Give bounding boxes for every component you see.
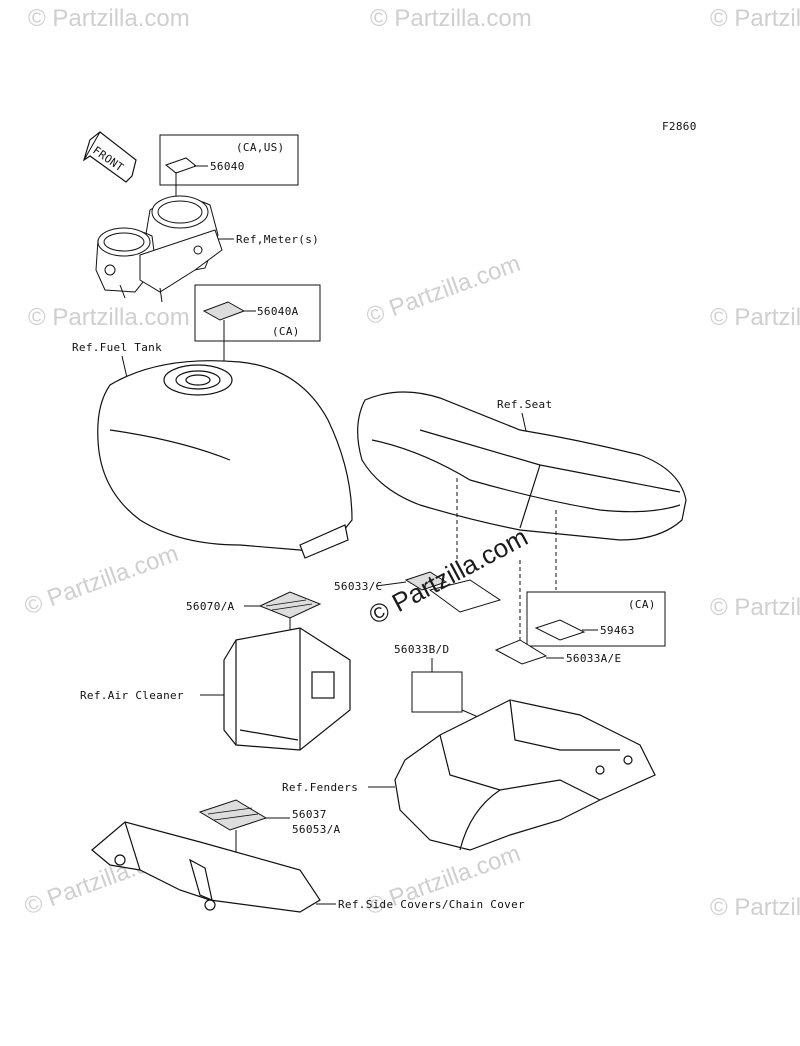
watermark: © Partzilla.com	[710, 5, 800, 32]
part-number-56033bd: 56033B/D	[394, 643, 449, 656]
region-ca-1: (CA)	[272, 325, 300, 338]
front-arrow-icon: FRONT	[82, 131, 137, 183]
ref-fuel-tank-label: Ref.Fuel Tank	[72, 341, 162, 354]
decal-56037-icon	[198, 799, 268, 831]
watermark: © Partzilla.com	[710, 304, 800, 331]
region-ca-us: (CA,US)	[236, 141, 284, 154]
air-cleaner-drawing	[223, 627, 351, 751]
part-number-56040a: 56040A	[257, 305, 299, 318]
meter-assembly-drawing	[95, 195, 223, 303]
callout-box-56040a	[194, 284, 321, 342]
chain-cover-drawing	[91, 821, 321, 913]
part-number-59463: 59463	[600, 624, 635, 637]
decal-56040a-icon	[202, 301, 246, 321]
callout-box-59463	[526, 591, 666, 647]
watermark: © Partzilla.com	[363, 250, 524, 331]
ref-seat-label: Ref.Seat	[497, 398, 552, 411]
ref-side-covers-label: Ref.Side Covers/Chain Cover	[338, 898, 525, 911]
part-number-56040: 56040	[210, 160, 245, 173]
fuel-tank-drawing	[97, 360, 353, 559]
watermark: © Partzilla.com	[21, 540, 182, 621]
ref-air-cleaner-label: Ref.Air Cleaner	[80, 689, 184, 702]
watermark: © Partzilla.com	[370, 5, 532, 32]
watermark: © Partzilla.com	[710, 594, 800, 621]
decal-56033bd-icon	[411, 671, 463, 713]
ref-meters-label: Ref,Meter(s)	[236, 233, 319, 246]
callout-box-56040	[159, 134, 299, 186]
part-number-56033c: 56033/C	[334, 580, 382, 593]
watermark: © Partzilla.com	[28, 5, 190, 32]
decal-56033c-icon	[428, 579, 502, 613]
part-number-56070a: 56070/A	[186, 600, 235, 613]
watermark-center: © Partzilla.com	[364, 522, 533, 631]
region-ca-2: (CA)	[628, 598, 656, 611]
ref-fenders-label: Ref.Fenders	[282, 781, 358, 794]
decal-56070a-icon	[258, 591, 322, 619]
part-number-56033ae: 56033A/E	[566, 652, 621, 665]
figure-code: F2860	[662, 120, 697, 133]
part-number-56053a: 56053/A	[292, 823, 341, 836]
decal-56033ae-icon	[494, 639, 548, 665]
decal-56040-icon	[164, 157, 198, 174]
watermark: © Partzilla.com	[28, 304, 190, 331]
fenders-drawing	[394, 699, 656, 851]
seat-drawing	[357, 391, 687, 541]
part-number-56037: 56037	[292, 808, 327, 821]
watermark: © Partzilla.com	[710, 894, 800, 921]
decal-59463-icon	[534, 619, 586, 641]
